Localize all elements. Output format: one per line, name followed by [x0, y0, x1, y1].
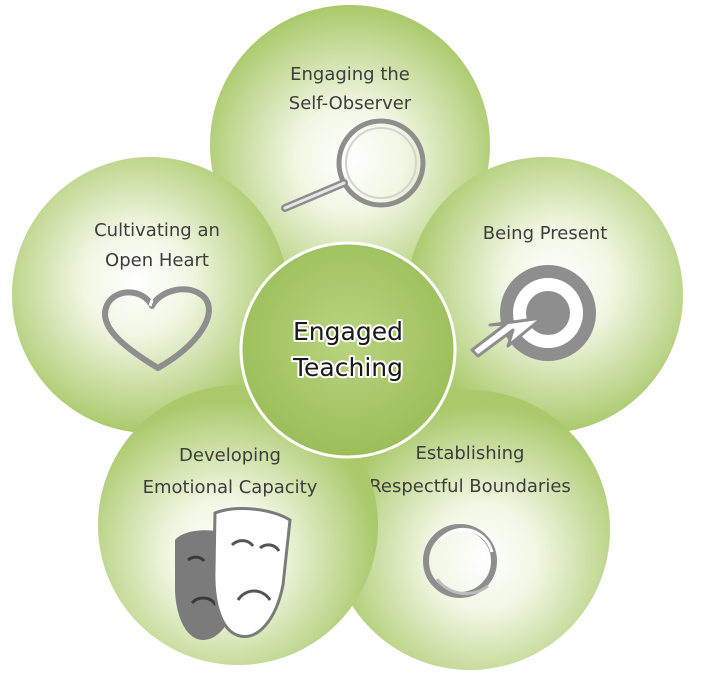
petal-label-line1: Being Present: [483, 223, 608, 244]
petal-label-line1: Cultivating an: [94, 220, 220, 241]
heart-outline-icon: [102, 286, 212, 371]
petal-label-line2: Self-Observer: [289, 93, 412, 114]
petal-label-line2: Emotional Capacity: [143, 477, 318, 498]
center-title-line1: Engaged: [293, 317, 403, 346]
petal-label-line1: Establishing: [416, 443, 525, 464]
petal-engaging-self-observer: Engaging the Self-Observer: [210, 5, 490, 285]
central-hub: Engaged Teaching: [239, 241, 457, 459]
target-with-arrow-icon: [470, 265, 596, 361]
theater-masks-icon: [175, 507, 292, 640]
petal-label-line2: Open Heart: [105, 250, 209, 271]
petal-label-line1: Developing: [179, 445, 281, 466]
petal-label-line1: Engaging the: [290, 64, 410, 85]
petal-establishing-respectful-boundaries: Establishing Respectful Boundaries: [330, 390, 610, 670]
petal-label-line2: Respectful Boundaries: [369, 476, 571, 497]
magnifying-glass-icon: [281, 118, 426, 212]
petal-cultivating-open-heart: Cultivating an Open Heart: [12, 157, 288, 433]
petal-being-present: Being Present: [407, 157, 683, 433]
center-title-line2: Teaching: [292, 353, 403, 382]
ring-icon: [423, 524, 497, 598]
petal-developing-emotional-capacity: Developing Emotional Capacity: [98, 385, 378, 665]
